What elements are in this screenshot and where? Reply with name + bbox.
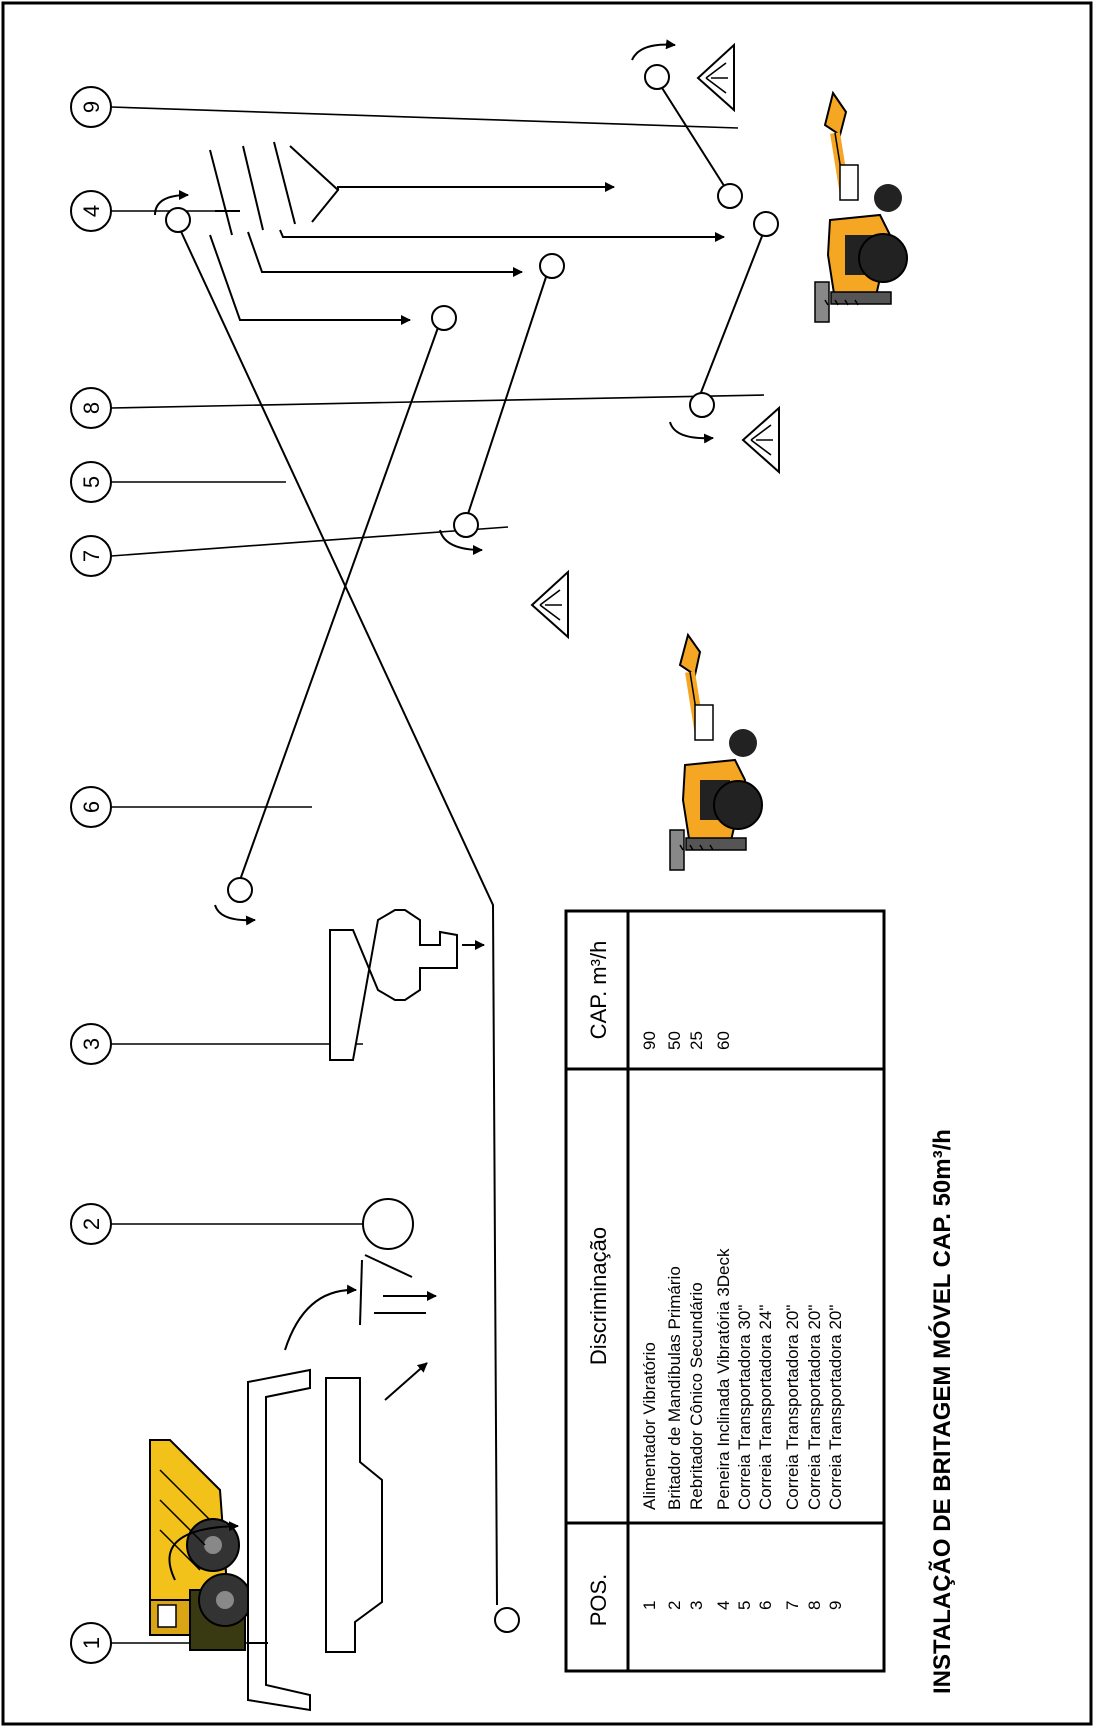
callout-1: 1 [70,1622,112,1664]
table-cell-desc: Correia Transportadora 20" [805,1305,824,1510]
callout-7-label: 7 [79,550,104,562]
table-cell-pos: 3 [687,1601,706,1610]
stockpile-icon [696,42,735,113]
table-cell-desc: Rebritador Cônico Secundário [687,1282,706,1510]
screen-discharge-arrows [209,182,725,325]
callout-2: 2 [70,1203,112,1245]
callout-group: 1 2 3 6 7 5 8 4 9 [70,86,112,1664]
flow-arrow-icon [631,39,676,61]
table-cell-pos: 4 [714,1601,733,1610]
table-cell-desc: Britador de Mandíbulas Primário [665,1266,684,1510]
conveyor-lines [165,64,779,1633]
callout-2-label: 2 [79,1218,104,1230]
excavator-icon [669,632,763,871]
table-cell-pos: 2 [665,1601,684,1610]
callout-1-label: 1 [79,1637,104,1649]
cone-crusher [329,909,458,1061]
flow-arrow-icon [168,1521,239,1581]
table-cell-cap: 60 [714,1031,733,1050]
grizzly-bar [364,1254,413,1278]
primary-crusher-symbol [362,1198,414,1250]
callout-4: 4 [70,190,112,232]
flow-arrow-icon [384,1362,428,1401]
callout-8: 8 [70,387,112,429]
flow-arrow-icon [154,190,189,216]
table-header-cap: CAP. m³/h [586,941,611,1040]
table-header-pos: POS. [586,1574,611,1627]
table-cell-desc: Peneira Inclinada Vibratória 3Deck [714,1248,733,1510]
table-cell-cap: 50 [665,1031,684,1050]
callout-6-label: 6 [79,801,104,813]
callout-8-label: 8 [79,402,104,414]
table-cell-pos: 6 [756,1601,775,1610]
callout-5: 5 [70,461,112,503]
vibrating-screen [209,141,340,236]
callout-4-label: 4 [79,205,104,217]
table-cell-pos: 7 [783,1601,802,1610]
table-header-desc: Discriminação [586,1227,611,1365]
stockpile-icon [530,569,569,640]
table-cell-pos: 8 [805,1601,824,1610]
table-cell-pos: 5 [735,1601,754,1610]
page-title: INSTALAÇÃO DE BRITAGEM MÓVEL CAP. 50m³/h [928,1129,956,1694]
callout-9-label: 9 [79,101,104,113]
table-cell-pos: 1 [640,1601,659,1610]
grizzly-bar [359,1259,363,1326]
table-rows: 1 Alimentador Vibratório 90 2 Britador de Ma… [640,1031,845,1610]
callout-3: 3 [70,1023,112,1065]
dump-truck-icon [149,1439,252,1651]
table-cell-desc: Alimentador Vibratório [640,1342,659,1510]
callout-3-label: 3 [79,1038,104,1050]
flow-arrow-icon [669,421,714,444]
vibratory-feeder [247,1368,311,1712]
flow-arrow-icon [284,1284,357,1351]
flow-arrow-icon [214,904,256,926]
equipment-table: POS. Discriminação CAP. m³/h 1 Alimentado… [564,909,886,1673]
table-cell-cap: 90 [640,1031,659,1050]
callout-5-label: 5 [79,476,104,488]
flow-arrow-icon [439,529,483,555]
callout-7: 7 [70,535,112,577]
stockpile-icon [741,405,780,475]
table-cell-cap: 25 [687,1031,706,1050]
callout-6: 6 [70,786,112,828]
table-cell-pos: 9 [826,1601,845,1610]
table-cell-desc: Correia Transportadora 20" [783,1305,802,1510]
excavator-icon [814,90,908,323]
table-cell-desc: Correia Transportadora 20" [826,1305,845,1510]
table-cell-desc: Correia Transportadora 30" [735,1305,754,1510]
table-cell-desc: Correia Transportadora 24" [756,1305,775,1510]
jaw-crusher [325,1377,383,1653]
callout-9: 9 [70,86,112,128]
